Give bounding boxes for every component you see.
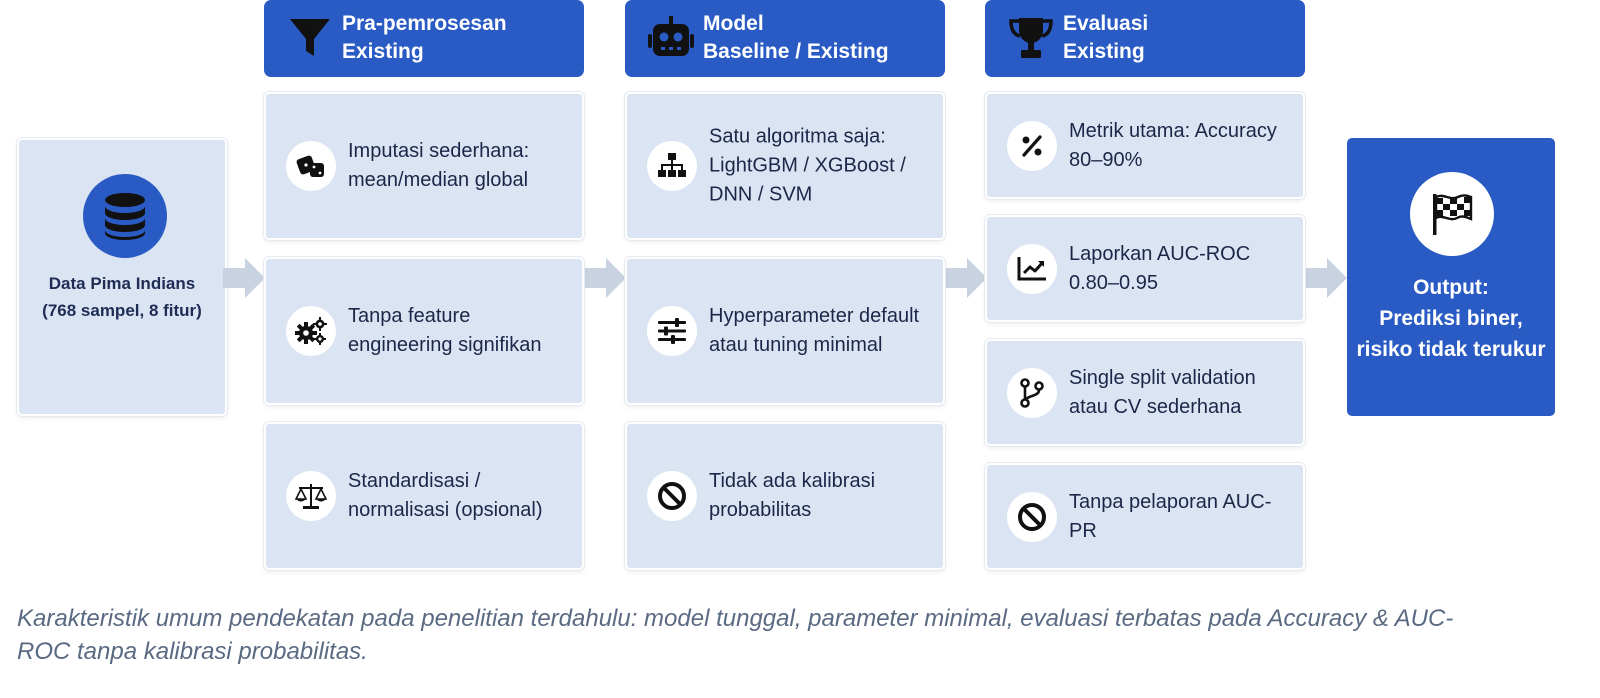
sliders-icon [647, 306, 697, 356]
card-text: Metrik utama: Accuracy 80–90% [1069, 119, 1277, 171]
model-card-single-algorithm: Satu algoritma saja: LightGBM / XGBoost … [625, 92, 945, 240]
dice-icon [286, 141, 336, 191]
flag-checkered-icon [1410, 172, 1494, 256]
preprocessing-subtitle: Existing [342, 40, 424, 63]
scale-icon [286, 471, 336, 521]
trophy-icon [1007, 14, 1055, 62]
code-branch-icon [1007, 367, 1057, 418]
database-icon [83, 174, 167, 258]
card-text: Tidak ada kalibrasi probabilitas [709, 470, 876, 521]
card-text: Single split validation atau CV sederhan… [1069, 366, 1256, 418]
preprocessing-card-feature-engineering: Tanpa feature engineering signifikan [264, 257, 584, 405]
input-label-line1: Data Pima Indians [48, 274, 196, 293]
ban-icon [1007, 491, 1057, 542]
card-text: Imputasi sederhana: mean/median global [348, 140, 530, 191]
model-card-no-calibration: Tidak ada kalibrasi probabilitas [625, 422, 945, 570]
evaluation-title: Evaluasi [1063, 12, 1149, 35]
flow-arrow-icon [223, 258, 265, 298]
card-text: Hyperparameter default atau tuning minim… [709, 305, 920, 356]
percent-icon [1007, 120, 1057, 171]
preprocessing-title: Pra-pemrosesan [342, 12, 507, 35]
evaluation-card-validation: Single split validation atau CV sederhan… [985, 339, 1305, 446]
gears-icon [286, 306, 336, 356]
model-title: Model [703, 12, 764, 35]
flow-arrow-icon [945, 258, 987, 298]
evaluation-header: Evaluasi Existing [985, 0, 1305, 77]
filter-icon [286, 14, 334, 62]
model-card-hyperparameter: Hyperparameter default atau tuning minim… [625, 257, 945, 405]
card-text: Tanpa pelaporan AUC-PR [1069, 490, 1272, 542]
output-label-line2: Prediksi biner, [1379, 307, 1523, 330]
output-label: Output: Prediksi biner, risiko tidak ter… [1347, 272, 1555, 365]
flow-arrow-icon [584, 258, 626, 298]
preprocessing-header: Pra-pemrosesan Existing [264, 0, 584, 77]
card-text: Tanpa feature engineering signifikan [348, 305, 542, 356]
output-label-line3: risiko tidak terukur [1356, 338, 1546, 361]
output-card: Output: Prediksi biner, risiko tidak ter… [1347, 138, 1555, 416]
flow-arrow-icon [1305, 258, 1347, 298]
card-text: Laporkan AUC-ROC 0.80–0.95 [1069, 242, 1251, 294]
evaluation-card-auc-roc: Laporkan AUC-ROC 0.80–0.95 [985, 215, 1305, 322]
preprocessing-card-imputation: Imputasi sederhana: mean/median global [264, 92, 584, 240]
evaluation-subtitle: Existing [1063, 40, 1145, 63]
input-label: Data Pima Indians (768 sampel, 8 fitur) [19, 270, 225, 324]
sitemap-icon [647, 141, 697, 191]
input-label-line2: (768 sampel, 8 fitur) [42, 301, 202, 320]
figure-caption: Karakteristik umum pendekatan pada penel… [17, 605, 1454, 665]
chart-line-icon [1007, 243, 1057, 294]
output-label-line1: Output: [1413, 276, 1489, 299]
evaluation-card-main-metric: Metrik utama: Accuracy 80–90% [985, 92, 1305, 199]
card-text: Satu algoritma saja: LightGBM / XGBoost … [709, 125, 906, 206]
evaluation-card-no-auc-pr: Tanpa pelaporan AUC-PR [985, 463, 1305, 570]
model-subtitle: Baseline / Existing [703, 40, 889, 63]
robot-icon [647, 14, 695, 62]
input-data-card: Data Pima Indians (768 sampel, 8 fitur) [17, 138, 227, 416]
model-header: Model Baseline / Existing [625, 0, 945, 77]
card-text: Standardisasi / normalisasi (opsional) [348, 470, 543, 521]
ban-icon [647, 471, 697, 521]
preprocessing-card-standardization: Standardisasi / normalisasi (opsional) [264, 422, 584, 570]
